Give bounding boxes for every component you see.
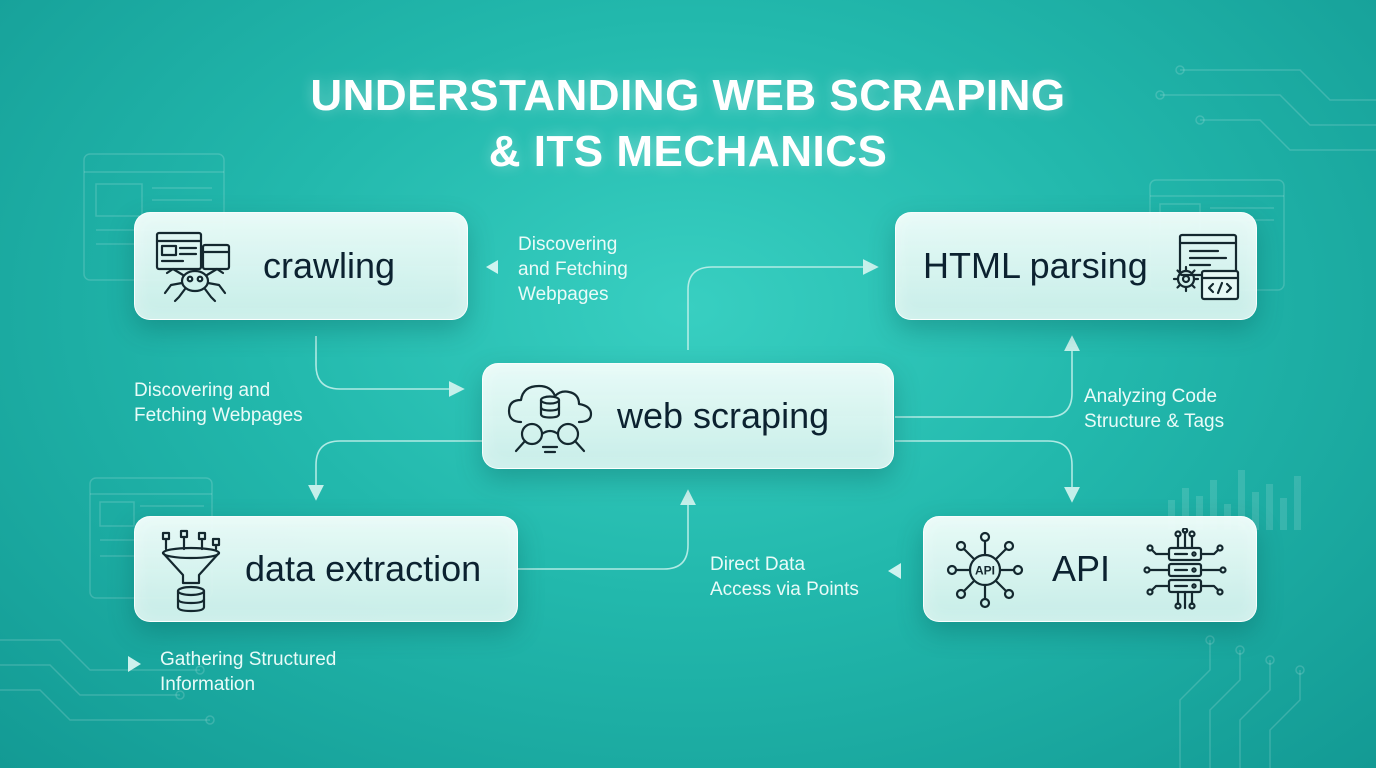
page-title: UNDERSTANDING WEB SCRAPING & ITS MECHANI…	[188, 68, 1188, 180]
api-network-icon: API	[946, 531, 1024, 609]
connector-crawling-to-scraping	[315, 336, 465, 397]
connector-scraping-to-parsing	[687, 259, 879, 350]
note-line: Discovering and	[134, 380, 271, 401]
api-badge-text: API	[975, 564, 995, 578]
note-line: Gathering Structured	[160, 649, 337, 670]
cloud-database-magnifier-icon	[507, 384, 593, 454]
pointer-triangle-right	[128, 656, 141, 672]
node-html-parsing-label: HTML parsing	[923, 245, 1148, 286]
connector-scraping-to-api	[895, 440, 1080, 503]
node-web-scraping-label: web scraping	[617, 395, 830, 436]
title-line-2: & ITS MECHANICS	[488, 127, 888, 176]
note-line: Access via Points	[710, 579, 859, 600]
note-line: Fetching Webpages	[134, 405, 303, 426]
note-line: Discovering	[518, 234, 618, 255]
node-crawling-label: crawling	[263, 245, 396, 286]
note-line: Analyzing Code	[1084, 386, 1218, 407]
node-crawling: crawling	[134, 212, 468, 320]
note-fetching-top: Discovering and Fetching Webpages	[518, 232, 628, 307]
connector-extraction-to-scraping	[518, 489, 696, 570]
connector-scraping-to-parsing-right	[895, 335, 1080, 418]
node-data-extraction: data extraction	[134, 516, 518, 622]
note-direct-access: Direct Data Access via Points	[710, 552, 859, 602]
note-fetching-left: Discovering and Fetching Webpages	[134, 378, 303, 428]
note-line: Direct Data	[710, 554, 806, 575]
title-line-1: UNDERSTANDING WEB SCRAPING	[310, 71, 1066, 120]
note-line: Webpages	[518, 284, 609, 305]
node-data-extraction-label: data extraction	[245, 548, 482, 589]
pointer-triangle-left	[888, 563, 901, 579]
spider-webpage-icon	[155, 231, 231, 303]
node-api: API API	[923, 516, 1257, 622]
funnel-database-icon	[161, 529, 221, 613]
pointer-triangle-left	[486, 260, 498, 274]
node-html-parsing: HTML parsing	[895, 212, 1257, 320]
code-gear-icon	[1172, 233, 1240, 301]
note-line: Information	[160, 674, 256, 695]
note-line: Structure & Tags	[1084, 411, 1225, 432]
server-circuit-icon	[1143, 528, 1227, 610]
note-gathering: Gathering Structured Information	[160, 647, 336, 697]
note-line: and Fetching	[518, 259, 628, 280]
node-web-scraping: web scraping	[482, 363, 894, 469]
node-api-label: API	[1052, 548, 1111, 589]
connector-scraping-to-extraction	[308, 440, 482, 501]
note-analyzing: Analyzing Code Structure & Tags	[1084, 384, 1224, 434]
